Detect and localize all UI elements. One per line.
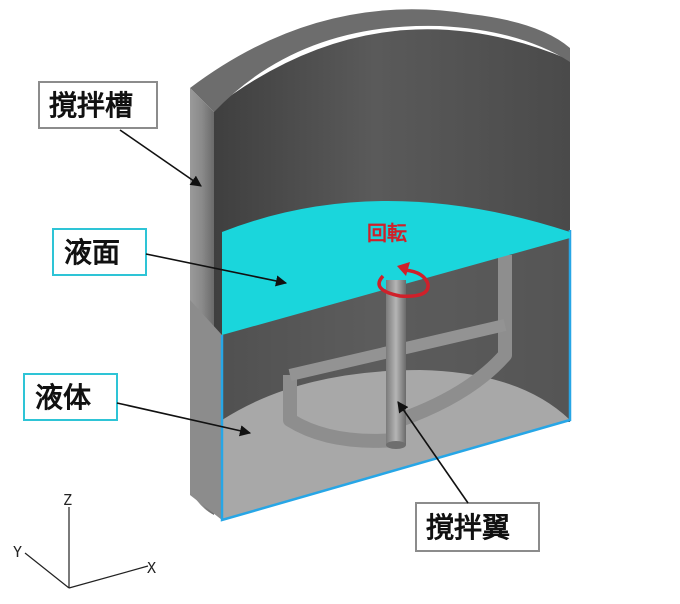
coordinate-axes: Z X Y [13,491,156,589]
label-liquid: 液体 [35,381,92,414]
circular-arrow-icon [377,268,430,298]
leader-liquid-surface [145,253,288,287]
label-liquid-surface: 液面 [64,236,120,269]
liquid-surface [222,201,570,335]
axis-x-label: X [147,559,156,577]
leader-impeller [397,401,469,504]
axis-x-line [68,565,149,589]
axis-y-line [24,552,70,589]
rotation-label: 回転 [367,221,407,245]
tank-front-left [190,300,222,520]
label-box-liquid [23,373,118,421]
rotation-indicator: 回転 [367,221,430,298]
label-box-tank [38,81,158,129]
callout-liquid-surface: 液面 [52,228,288,287]
circular-arrow-head-icon [397,262,410,276]
leader-tank [119,129,202,187]
callout-tank: 撹拌槽 [38,81,202,187]
axis-y-label: Y [13,543,22,561]
callout-impeller: 撹拌翼 [397,401,540,552]
label-box-impeller [415,502,540,552]
label-box-liquid-surface [52,228,147,276]
tank-rim [190,9,570,112]
axis-z-label: Z [63,491,72,509]
impeller-blade-right [397,255,512,427]
callout-liquid: 液体 [23,373,252,437]
label-tank: 撹拌槽 [49,89,133,122]
impeller-shaft [386,285,406,445]
impeller-blade-left [283,375,396,448]
impeller-shaft-bottom [386,441,406,449]
label-impeller: 撹拌翼 [426,511,510,544]
leader-liquid [116,402,252,437]
